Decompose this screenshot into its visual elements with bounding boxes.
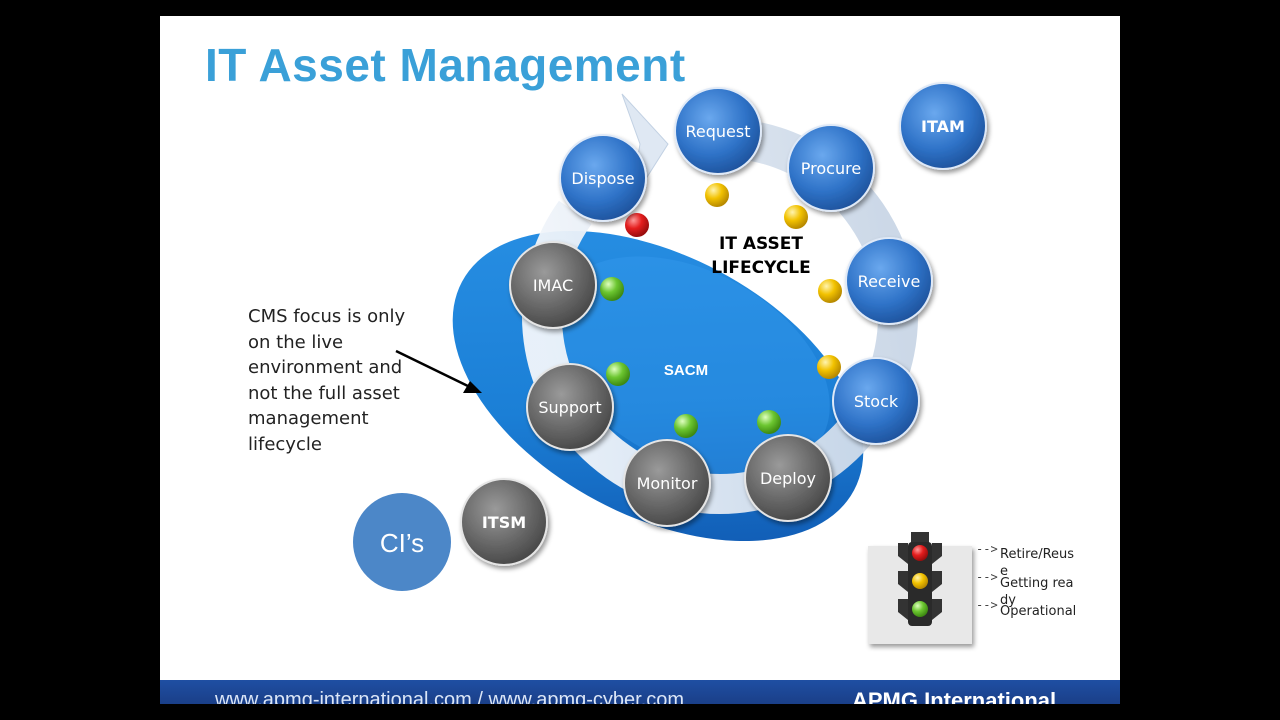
svg-text:ITSM: ITSM: [482, 513, 526, 532]
slide-title: IT Asset Management: [205, 39, 686, 91]
legend-green-light: [912, 601, 928, 617]
legend-label-retire: Retire/Reuse: [1000, 547, 1075, 579]
svg-text:Procure: Procure: [801, 159, 861, 178]
stage-dispose: Dispose: [559, 134, 647, 222]
status-dot-request: [705, 183, 729, 207]
footer-url: www.apmg-international.com / www.apmg-cy…: [215, 689, 685, 704]
legend-arrow: -->: [976, 598, 998, 612]
svg-text:Support: Support: [538, 398, 601, 417]
legend-yellow-light: [912, 573, 928, 589]
status-dot-stock: [817, 355, 841, 379]
lifecycle-label-line2: LIFECYCLE: [711, 258, 811, 278]
status-dot-imac: [600, 277, 624, 301]
status-dot-receive: [818, 279, 842, 303]
stage-deploy: Deploy: [744, 434, 832, 522]
footer-brand: APMG International: [852, 688, 1057, 704]
svg-text:Receive: Receive: [858, 272, 921, 291]
svg-text:Request: Request: [686, 122, 751, 141]
cms-focus-note: CMS focus is only on the live environmen…: [248, 306, 406, 455]
status-dot-monitor: [674, 414, 698, 438]
stage-support: Support: [526, 363, 614, 451]
status-dot-support: [606, 362, 630, 386]
stage-receive: Receive: [845, 237, 933, 325]
lifecycle-label-line1: IT ASSET: [719, 234, 803, 254]
stage-procure: Procure: [787, 124, 875, 212]
svg-text:CI’s: CI’s: [380, 528, 424, 558]
itam-badge: ITAM: [899, 82, 987, 170]
stage-monitor: Monitor: [623, 439, 711, 527]
svg-text:Dispose: Dispose: [571, 169, 634, 188]
svg-text:ITAM: ITAM: [921, 117, 965, 136]
legend-arrow: -->: [976, 570, 998, 584]
cis-badge: CI’s: [353, 493, 451, 591]
svg-text:IMAC: IMAC: [533, 276, 573, 295]
footer-bar: www.apmg-international.com / www.apmg-cy…: [160, 680, 1120, 704]
status-dot-deploy: [757, 410, 781, 434]
status-dot-dispose: [625, 213, 649, 237]
svg-text:Monitor: Monitor: [637, 474, 698, 493]
itsm-badge: ITSM: [460, 478, 548, 566]
svg-text:Deploy: Deploy: [760, 469, 816, 488]
svg-text:Stock: Stock: [854, 392, 899, 411]
legend-label-operational: Operational: [1000, 604, 1077, 619]
slide: IT Asset Management: [160, 16, 1120, 704]
stage-request: Request: [674, 87, 762, 175]
legend-red-light: [912, 545, 928, 561]
lifecycle-diagram: SACM IT ASSET LIFECYCLE Dispose Request …: [353, 82, 987, 644]
legend-arrow: -->: [976, 542, 998, 556]
status-dot-procure: [784, 205, 808, 229]
stage-stock: Stock: [832, 357, 920, 445]
traffic-light-icon: [868, 532, 972, 644]
sacm-label: SACM: [664, 362, 708, 379]
legend-label-getting-ready: Getting ready: [1000, 576, 1074, 608]
note-arrow: [395, 349, 482, 393]
stage-imac: IMAC: [509, 241, 597, 329]
